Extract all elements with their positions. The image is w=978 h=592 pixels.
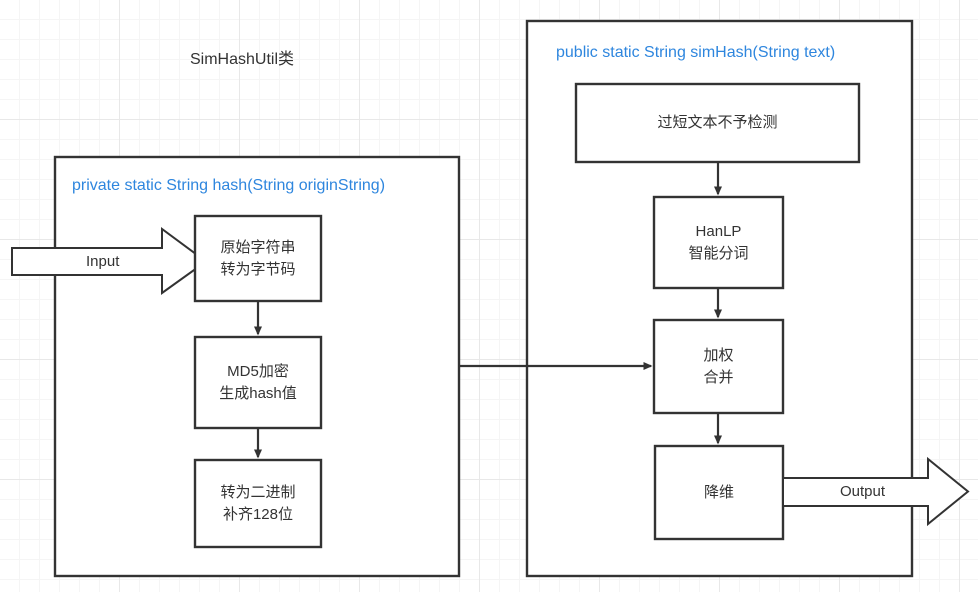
node-weight-merge-box[interactable]	[652, 318, 785, 415]
panel-title-hash: private static String hash(String origin…	[72, 177, 386, 194]
input-label: Input	[86, 253, 120, 270]
node-to-bytes-box[interactable]	[193, 214, 323, 303]
node-to-binary-box[interactable]	[193, 458, 323, 549]
input-block-arrow[interactable]	[11, 227, 208, 295]
output-label: Output	[840, 483, 886, 500]
diagram-title: SimHashUtil类	[190, 51, 295, 68]
node-md5-hash-box[interactable]	[193, 335, 323, 430]
panel-title-simhash: public static String simHash(String text…	[556, 44, 836, 61]
node-hanlp-seg-box[interactable]	[652, 195, 785, 290]
node-short-text-box[interactable]	[574, 82, 861, 164]
node-reduce-dim-box[interactable]	[653, 444, 785, 541]
output-block-arrow[interactable]	[782, 456, 970, 527]
